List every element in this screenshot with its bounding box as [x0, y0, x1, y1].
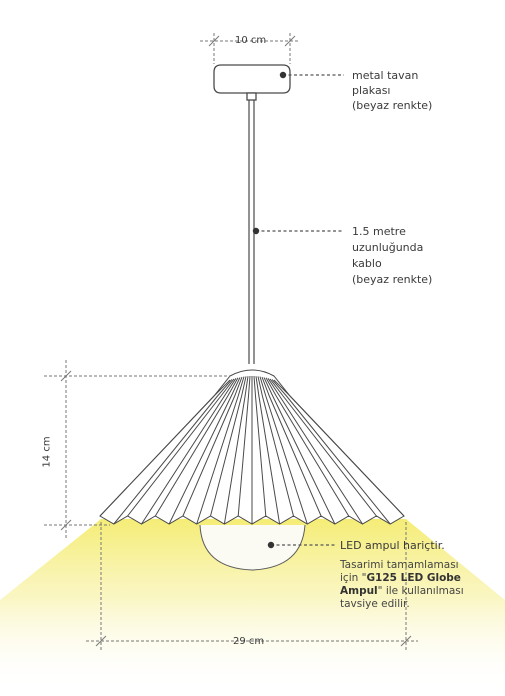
- leader-dots: [252, 71, 287, 549]
- shade-pleat: [253, 375, 267, 517]
- shade-pleat: [127, 378, 235, 517]
- shade-pleat: [99, 379, 231, 517]
- shade-pleat: [141, 378, 237, 525]
- shade-pleat: [273, 379, 405, 517]
- shade-pleat: [237, 375, 251, 517]
- plate-callout-line-1: metal tavan: [352, 69, 419, 82]
- plate-callout-line-3: (beyaz renkte): [352, 99, 433, 112]
- shade-pleat: [255, 376, 281, 525]
- note-bulb-type: Ampul: [340, 585, 378, 597]
- lamp-shade: [99, 369, 405, 525]
- ceiling-plate: [213, 64, 291, 101]
- shade-pleat: [196, 376, 245, 525]
- cable-callout-line-2: uzunluğunda: [352, 241, 424, 254]
- shade-pleat: [154, 377, 239, 517]
- plate-callout-line-2: plakası: [352, 84, 391, 97]
- top-dimension: [200, 33, 298, 64]
- top-dimension-label: 10 cm: [235, 35, 267, 46]
- shade-pleat: [257, 376, 294, 517]
- note-line-3-post: " ile kullanılması: [377, 585, 464, 597]
- light-glow: [0, 519, 505, 692]
- height-dimension: [44, 360, 230, 540]
- note-line-3: Ampul" ile kullanılması: [340, 585, 464, 598]
- cable-callout-line-1: 1.5 metre: [352, 225, 406, 238]
- shade-pleat: [168, 377, 241, 525]
- shade-pleat: [223, 376, 249, 525]
- bottom-dimension-label: 29 cm: [233, 636, 265, 647]
- shade-pleat: [269, 378, 377, 517]
- cable-callout-line-3: kablo: [352, 257, 382, 270]
- bottom-dimension: [86, 522, 418, 652]
- leader-lines: [256, 74, 344, 546]
- note-line-2-pre: için ": [340, 572, 367, 584]
- shade-pleat: [182, 376, 243, 517]
- bulb-recommendation-note: Tasarimi tamamlaması için "G125 LED Glob…: [340, 559, 464, 611]
- shade-pleat: [261, 376, 322, 517]
- cable-callout-line-4: (beyaz renkte): [352, 273, 433, 286]
- shade-pleat: [271, 379, 391, 525]
- shade-pleat: [113, 379, 233, 525]
- height-dimension-label: 14 cm: [41, 436, 53, 468]
- shade-pleat: [265, 377, 350, 517]
- shade-pleat: [263, 377, 336, 525]
- note-line-2: için "G125 LED Globe: [340, 572, 464, 585]
- note-bulb-name: G125 LED Globe: [366, 572, 461, 584]
- note-line-4: tavsiye edilir.: [340, 598, 410, 610]
- shade-pleat: [259, 376, 308, 525]
- shade-pleat: [210, 376, 247, 517]
- shade-pleat: [267, 378, 363, 525]
- bulb-callout: LED ampul hariçtir.: [340, 539, 445, 552]
- bulb: [199, 524, 306, 571]
- note-line-1: Tasarimi tamamlaması: [340, 559, 459, 571]
